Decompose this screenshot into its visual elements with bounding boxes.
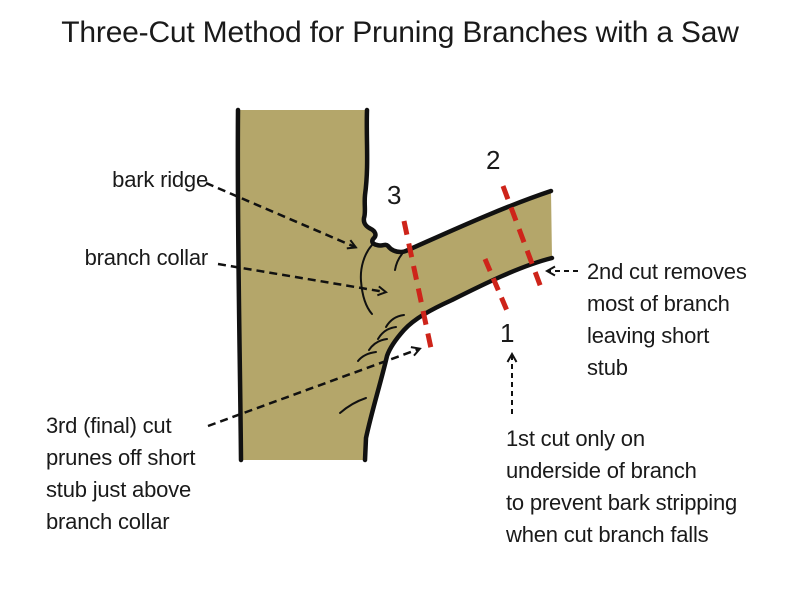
branch-collar-wrinkles xyxy=(339,314,405,414)
bark-ridge-arrow xyxy=(205,181,355,247)
bark-ridge-label: bark ridge xyxy=(112,167,208,192)
branch-collar-arrow xyxy=(217,262,385,292)
second-cut-note: 2nd cut removes most of branch leaving s… xyxy=(587,259,747,380)
trunk-left-outline xyxy=(235,107,244,463)
cut-line-1 xyxy=(482,258,511,314)
first-cut-note: 1st cut only on underside of branch to p… xyxy=(506,426,738,547)
cut-3-number: 3 xyxy=(387,180,402,210)
trunk-branch-fill xyxy=(237,110,552,460)
bark-ridge-inner-line xyxy=(359,244,373,315)
third-cut-arrow xyxy=(207,349,419,428)
third-cut-note: 3rd (final) cut prunes off short stub ju… xyxy=(46,413,196,534)
cut-1-number: 1 xyxy=(500,318,515,348)
cut-2-number: 2 xyxy=(486,145,501,175)
branch-notch-line xyxy=(394,253,403,271)
branch-collar-label: branch collar xyxy=(84,245,209,270)
cut-line-2 xyxy=(500,185,546,294)
page-title: Three-Cut Method for Pruning Branches wi… xyxy=(61,16,739,49)
branch-underside-outline xyxy=(362,255,555,463)
